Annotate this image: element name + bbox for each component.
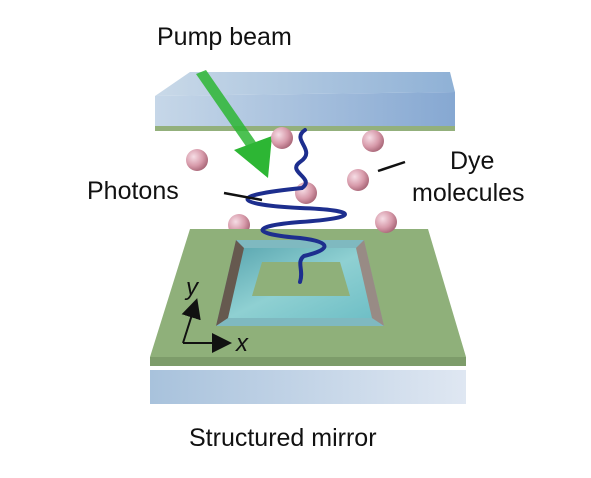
top-plate-front-face bbox=[155, 92, 455, 128]
xy-axes-icon bbox=[181, 298, 232, 353]
mirror-front-face bbox=[150, 370, 466, 404]
mirror-shadow-left bbox=[216, 240, 244, 326]
pump-beam-arrow-icon bbox=[196, 70, 272, 178]
molecule-sphere-icon bbox=[362, 130, 384, 152]
photons-pointer-line bbox=[223, 191, 263, 202]
pump-beam-label: Pump beam bbox=[157, 23, 292, 51]
top-glass-plate bbox=[155, 72, 455, 131]
dye-label-line1: Dye bbox=[450, 147, 495, 175]
axis-y-label: y bbox=[186, 274, 198, 301]
mirror-shadow-right bbox=[356, 240, 384, 326]
photon-wave-icon bbox=[245, 128, 347, 284]
molecules-group bbox=[186, 127, 384, 236]
top-plate-top-face bbox=[155, 72, 455, 96]
molecule-sphere-icon bbox=[186, 149, 208, 171]
dye-pointer-line bbox=[377, 160, 406, 173]
molecule-sphere-icon bbox=[347, 169, 369, 191]
molecule-sphere-icon bbox=[375, 211, 397, 233]
axis-x-label: x bbox=[236, 330, 248, 357]
photons-label: Photons bbox=[87, 177, 179, 205]
mirror-edge bbox=[150, 357, 466, 366]
dye-label-line2: molecules bbox=[412, 179, 525, 207]
molecule-sphere-icon bbox=[271, 127, 293, 149]
structured-mirror-label: Structured mirror bbox=[189, 424, 377, 452]
